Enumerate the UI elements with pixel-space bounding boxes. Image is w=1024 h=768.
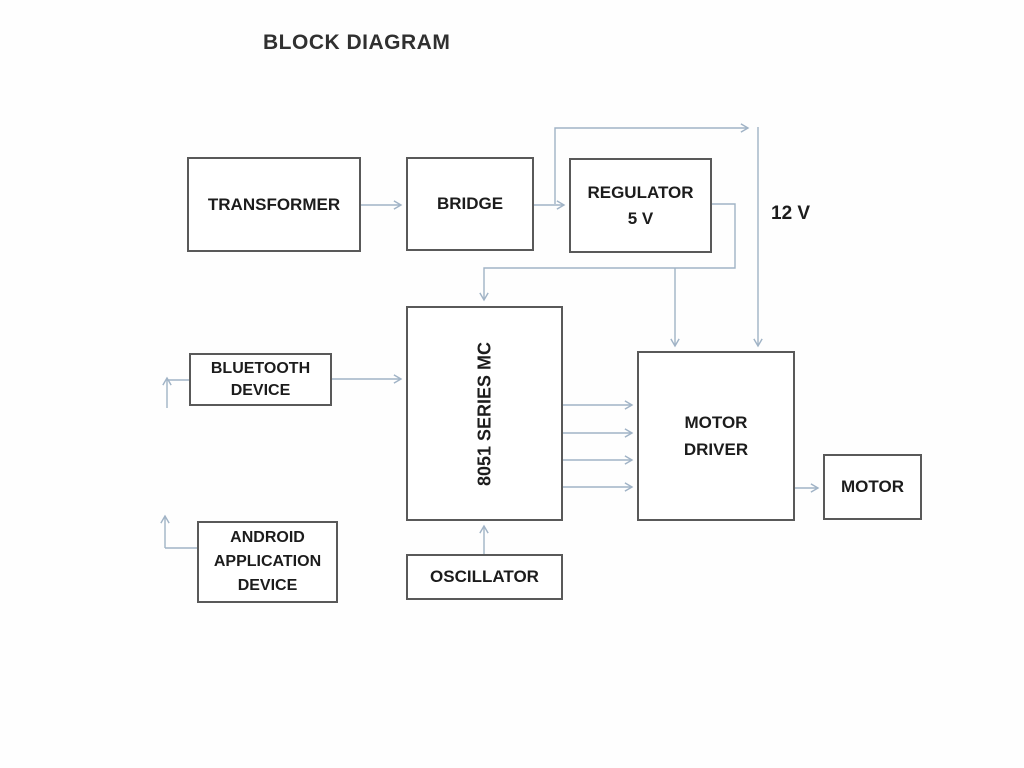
node-motor: MOTOR [823,454,922,520]
node-transformer: TRANSFORMER [187,157,361,252]
page-title: BLOCK DIAGRAM [263,31,451,54]
node-bluetooth-device: BLUETOOTH DEVICE [189,353,332,406]
node-motor-driver: MOTOR DRIVER [637,351,795,521]
node-bridge: BRIDGE [406,157,534,251]
node-android-application-device: ANDROID APPLICATION DEVICE [197,521,338,603]
connector-bridge-12v-top [554,123,750,204]
voltage-12v-label: 12 V [771,203,811,224]
node-oscillator: OSCILLATOR [406,554,563,600]
connector-regulator-mcu [479,203,736,302]
node-regulator-5v: REGULATOR 5 V [569,158,712,253]
node-8051-series-mc: 8051 SERIES MC [406,306,563,521]
mcu-rotated-label: 8051 SERIES MC [474,341,494,486]
